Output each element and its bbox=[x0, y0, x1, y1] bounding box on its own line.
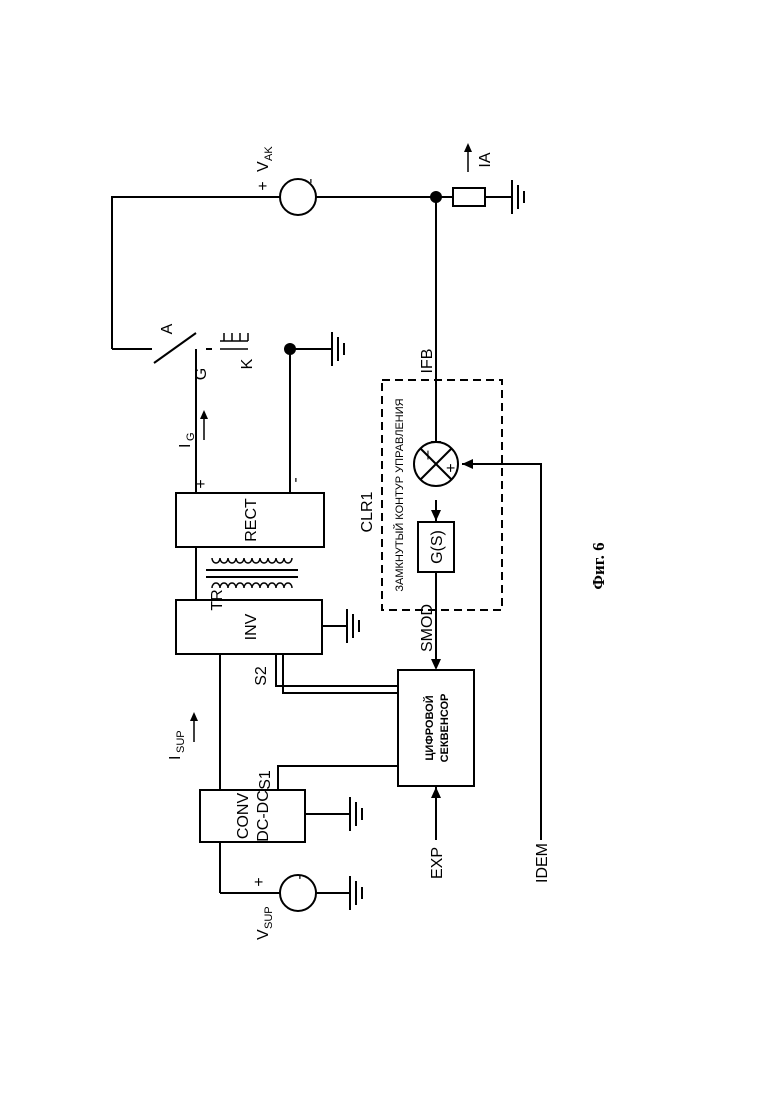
ig-main: I bbox=[177, 444, 194, 448]
current-arrow-isup bbox=[190, 712, 198, 742]
sum-plus: + bbox=[443, 463, 460, 472]
gs-in-arrowhead bbox=[431, 510, 441, 521]
vsup-minus: - bbox=[291, 874, 308, 879]
isup-main: I bbox=[167, 756, 184, 760]
ground-icon bbox=[350, 797, 362, 831]
isup-label: I SUP bbox=[167, 730, 187, 760]
rect-minus: - bbox=[287, 477, 304, 482]
s2-label: S2 bbox=[253, 666, 270, 686]
transformer-tr bbox=[206, 558, 298, 588]
rect-plus: + bbox=[193, 479, 210, 488]
figure-caption: Фиг. 6 bbox=[589, 542, 608, 589]
sum-minus: – bbox=[419, 450, 436, 459]
current-arrow-ig bbox=[200, 410, 208, 440]
vsup-main: V bbox=[255, 929, 272, 940]
vak-sub: AK bbox=[263, 146, 275, 161]
idem-label: IDEM bbox=[534, 843, 551, 883]
junction-ifb bbox=[430, 191, 442, 203]
conv-label-line1: CONV bbox=[235, 793, 252, 840]
anode-label: A bbox=[159, 323, 176, 334]
vak-main: V bbox=[255, 161, 272, 172]
ia-label: IA bbox=[477, 152, 494, 167]
cathode-symbol bbox=[220, 333, 248, 349]
vsup-plus: + bbox=[251, 877, 268, 886]
vak-minus: - bbox=[302, 178, 319, 183]
junction-cathode bbox=[284, 343, 296, 355]
isup-sub: SUP bbox=[175, 730, 187, 753]
ground-icon bbox=[350, 876, 362, 910]
clr1-label: CLR1 bbox=[359, 491, 376, 532]
vsup-sub: SUP bbox=[263, 906, 275, 929]
grid-label: G bbox=[193, 368, 210, 380]
vak-label: V AK bbox=[255, 146, 275, 172]
s1-label: S1 bbox=[257, 770, 274, 790]
gs-label: G(S) bbox=[429, 530, 446, 564]
current-sensor-resistor bbox=[453, 188, 485, 206]
ground-icon bbox=[332, 332, 344, 366]
rect-label: RECT bbox=[243, 498, 260, 542]
sequencer-label-line2: СЕКВЕНСОР bbox=[439, 694, 451, 763]
sequencer-label-line1: ЦИФРОВОЙ bbox=[423, 695, 436, 760]
smod-label: SMOD bbox=[419, 604, 436, 652]
ground-icon bbox=[512, 180, 524, 214]
ifb-label: IFB bbox=[419, 349, 436, 374]
current-arrow-ia bbox=[464, 143, 472, 172]
vak-plus: + bbox=[255, 181, 272, 190]
exp-arrowhead bbox=[431, 787, 441, 798]
digital-sequencer-block bbox=[398, 670, 474, 786]
ground-icon bbox=[347, 609, 359, 643]
ig-sub: G bbox=[185, 432, 197, 441]
vsup-label: V SUP bbox=[255, 906, 275, 940]
tr-label: TR bbox=[209, 589, 226, 610]
idem-arrowhead bbox=[462, 459, 473, 469]
conv-dc-dc-block bbox=[200, 790, 305, 842]
exp-label: EXP bbox=[429, 847, 446, 879]
ig-label: I G bbox=[177, 432, 197, 448]
smod-arrowhead bbox=[431, 659, 441, 670]
clr1-description: ЗАМКНУТЫЙ КОНТУР УПРАВЛЕНИЯ bbox=[393, 398, 406, 591]
inv-label: INV bbox=[243, 613, 260, 640]
cathode-label: K bbox=[239, 358, 256, 369]
conv-label-line2: DC-DC bbox=[255, 790, 272, 842]
